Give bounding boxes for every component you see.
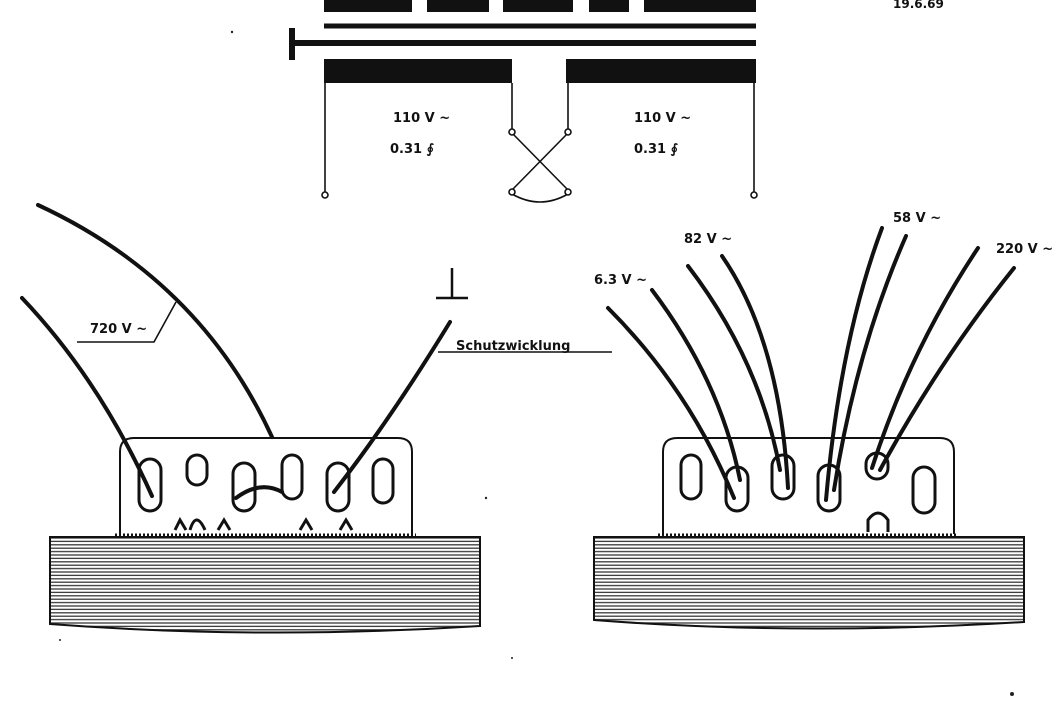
primary-winding-left — [324, 59, 512, 83]
terminal-slot — [137, 457, 163, 513]
lead-label-schutzwicklung: Schutzwicklung — [456, 339, 570, 354]
lead-label-720v: 720 V ~ — [90, 322, 147, 337]
winding-schematic: 110 V ~ 0.31 ∮ 110 V ~ 0.31 ∮ — [289, 0, 758, 203]
terminal-slot — [679, 453, 703, 501]
left-transformer: 720 V ~ Schutzwicklung — [20, 203, 612, 634]
left-winding-voltage: 110 V ~ — [393, 111, 450, 126]
terminal — [508, 128, 516, 136]
right-transformer: 6.3 V ~ 82 V ~ 58 V ~ 220 V ~ — [593, 211, 1053, 630]
terminal-plate — [662, 437, 955, 534]
date-label: 19.6.69 — [893, 0, 944, 11]
lead-wire — [606, 306, 736, 500]
right-winding-current: 0.31 ∮ — [634, 142, 679, 157]
terminal-slot — [371, 457, 395, 505]
lead-label-58v: 58 V ~ — [893, 211, 941, 226]
primary-winding-right — [566, 59, 756, 83]
lead-wire — [832, 234, 908, 492]
lead-wire — [720, 254, 790, 490]
ground-icon — [436, 268, 468, 300]
lead-label-6-3v: 6.3 V ~ — [594, 273, 647, 288]
terminal — [564, 188, 572, 196]
terminal — [750, 191, 758, 199]
lead-wire — [650, 288, 742, 482]
winding-bar — [644, 0, 756, 12]
terminal — [321, 191, 329, 199]
lead-wire — [824, 226, 884, 502]
winding-bar — [503, 0, 573, 12]
right-winding-voltage: 110 V ~ — [634, 111, 691, 126]
left-winding-current: 0.31 ∮ — [390, 142, 435, 157]
terminal — [508, 188, 516, 196]
terminal-slot — [231, 461, 257, 513]
lead-wire — [878, 266, 1016, 472]
terminal-slot — [911, 465, 937, 515]
terminal-slot — [185, 453, 209, 487]
core-lamination — [49, 536, 481, 634]
winding-bar — [324, 0, 412, 12]
winding-bar — [427, 0, 489, 12]
lead-wire — [36, 203, 274, 439]
terminal-slot — [280, 453, 304, 501]
lead-wire — [332, 320, 452, 494]
lead-wire — [20, 296, 154, 498]
lead-label-82v: 82 V ~ — [684, 232, 732, 247]
terminal-slot — [770, 453, 796, 501]
lead-wire — [234, 485, 284, 500]
core-lamination — [593, 536, 1025, 630]
lead-wire — [686, 264, 782, 472]
terminal — [564, 128, 572, 136]
lead-wire — [870, 246, 980, 470]
winding-bar — [589, 0, 629, 12]
lead-label-220v: 220 V ~ — [996, 242, 1053, 257]
